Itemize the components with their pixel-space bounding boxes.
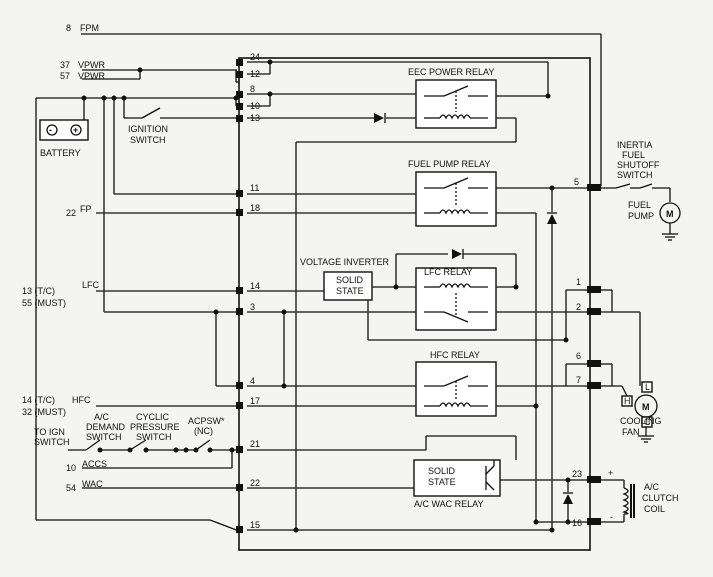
acpsw-label-1: ACPSW* <box>188 416 225 426</box>
battery-neg-label: - <box>49 125 52 135</box>
solid-state-2-line2: STATE <box>428 477 456 487</box>
pin-12: 12 <box>250 69 260 79</box>
lfc-pin-num-2: 55 (MUST) <box>22 298 66 308</box>
battery-label: BATTERY <box>40 148 81 158</box>
to-ign-label-1: TO IGN <box>34 427 65 437</box>
lfc-pin-num-1: 13 (T/C) <box>22 286 55 296</box>
cyclic-label-1: CYCLIC <box>136 412 170 422</box>
lfc-label: LFC <box>82 280 100 290</box>
fpm-label: FPM <box>80 23 99 33</box>
ac-wac-relay-label: A/C WAC RELAY <box>414 499 484 509</box>
pin-8: 8 <box>250 84 255 94</box>
solid-state-2-line1: SOLID <box>428 466 456 476</box>
fan-h: H <box>624 396 631 406</box>
inertia-label-2: FUEL <box>622 150 645 160</box>
pin-7: 7 <box>576 375 581 385</box>
vpwr1-pin-num: 37 <box>60 60 70 70</box>
cooling-fan-label-2: FAN <box>622 427 640 437</box>
cyclic-label-3: SWITCH <box>136 432 172 442</box>
fpm-pin-num: 8 <box>66 23 71 33</box>
pin-23: 23 <box>572 469 582 479</box>
pin-14: 14 <box>250 281 260 291</box>
fuel-pump-motor-m: M <box>666 209 674 219</box>
vpwr2-pin-num: 57 <box>60 71 70 81</box>
ac-clutch-label-2: CLUTCH <box>642 493 679 503</box>
fuel-pump-relay-label: FUEL PUMP RELAY <box>408 159 490 169</box>
eec-relay-label: EEC POWER RELAY <box>408 67 494 77</box>
fp-pin-num: 22 <box>66 208 76 218</box>
pin-3: 3 <box>250 302 255 312</box>
pin-4: 4 <box>250 376 255 386</box>
pin-15: 15 <box>250 520 260 530</box>
hfc-label: HFC <box>72 395 91 405</box>
pin-22: 22 <box>250 478 260 488</box>
inertia-label-4: SWITCH <box>617 170 653 180</box>
pin-1: 1 <box>576 277 581 287</box>
to-ign-label-2: SWITCH <box>34 437 70 447</box>
hfc-pin-num-1: 14 (T/C) <box>22 395 55 405</box>
pin-24: 24 <box>250 52 260 62</box>
cyclic-label-2: PRESSURE <box>130 422 180 432</box>
wac-label: WAC <box>82 479 103 489</box>
acpsw-label-2: (NC) <box>194 426 213 436</box>
pin-17: 17 <box>250 396 260 406</box>
vpwr2-label: VPWR <box>78 71 106 81</box>
voltage-inverter-label: VOLTAGE INVERTER <box>300 257 390 267</box>
accs-label: ACCS <box>82 459 107 469</box>
solid-state-1-line1: SOLID <box>336 275 364 285</box>
ignition-label-2: SWITCH <box>130 135 166 145</box>
pin-5: 5 <box>574 177 579 187</box>
fuel-pump-label-1: FUEL <box>628 200 651 210</box>
fp-label: FP <box>80 204 92 214</box>
pin-18: 18 <box>250 203 260 213</box>
pin-2: 2 <box>576 302 581 312</box>
ac-clutch-label-3: COIL <box>644 504 665 514</box>
coil-minus: - <box>610 512 613 522</box>
inertia-label-3: SHUTOFF <box>617 160 660 170</box>
fan-c: C <box>644 417 651 427</box>
cooling-fan-label-1: COOLING <box>620 416 662 426</box>
fan-l: L <box>645 382 650 392</box>
ignition-label-1: IGNITION <box>128 124 168 134</box>
fuel-pump-label-2: PUMP <box>628 211 654 221</box>
pin-21: 21 <box>250 439 260 449</box>
ac-demand-label-2: DEMAND <box>86 422 126 432</box>
pin-10: 10 <box>250 101 260 111</box>
battery-pos-label: + <box>73 125 78 135</box>
fan-motor-m: M <box>642 402 650 412</box>
wac-pin-num: 54 <box>66 483 76 493</box>
hfc-relay-label: HFC RELAY <box>430 350 480 360</box>
pin-13: 13 <box>250 113 260 123</box>
ac-clutch-label-1: A/C <box>644 482 660 492</box>
pin-11: 11 <box>250 183 259 193</box>
pin-16: 16 <box>572 518 582 528</box>
coil-plus: + <box>608 468 613 478</box>
vpwr1-label: VPWR <box>78 60 106 70</box>
accs-pin-num: 10 <box>66 463 76 473</box>
pin-6: 6 <box>576 351 581 361</box>
solid-state-1-line2: STATE <box>336 286 364 296</box>
lfc-relay-label: LFC RELAY <box>424 267 472 277</box>
hfc-pin-num-2: 32 (MUST) <box>22 407 66 417</box>
ac-demand-label-1: A/C <box>94 412 110 422</box>
inertia-label-1: INERTIA <box>617 140 652 150</box>
ac-demand-label-3: SWITCH <box>86 432 122 442</box>
module-box <box>238 57 591 551</box>
